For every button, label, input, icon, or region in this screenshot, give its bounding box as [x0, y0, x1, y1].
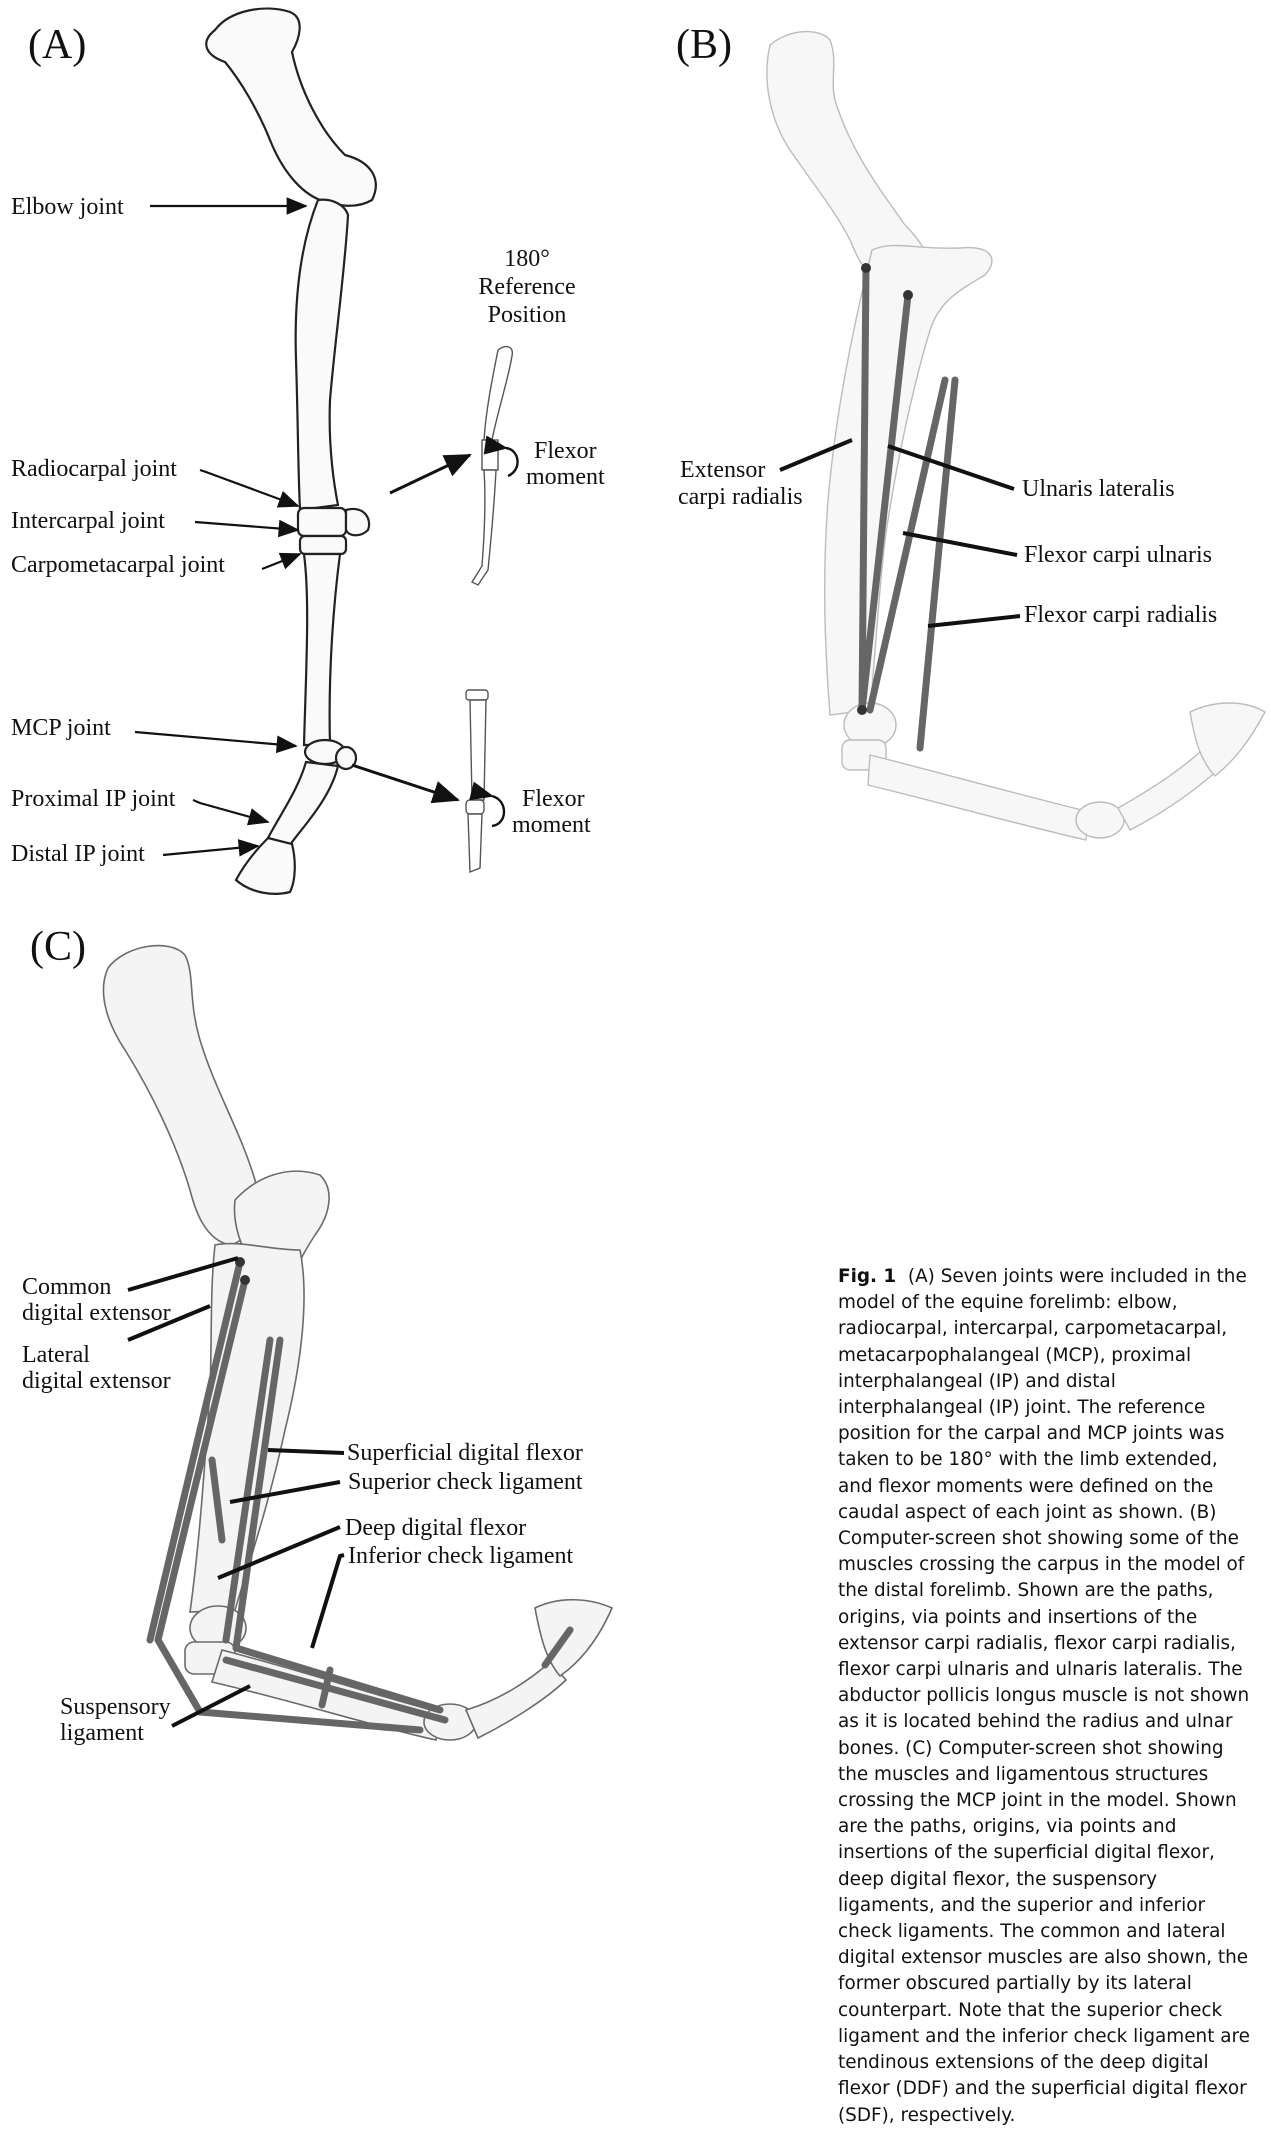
- label-deep-digital-flexor: Deep digital flexor: [345, 1515, 526, 1541]
- label-radiocarpal-joint: Radiocarpal joint: [11, 456, 177, 482]
- label-suspensory-ligament-2: ligament: [60, 1720, 144, 1746]
- arrow-to-carpal-reference: [390, 455, 470, 493]
- panel-c: (C): [22, 924, 612, 1746]
- flexor-moment-1-line1: Flexor: [534, 438, 597, 464]
- label-common-digital-extensor-1: Common: [22, 1274, 111, 1300]
- forelimb-model-c: [103, 946, 612, 1740]
- label-carpometacarpal-joint: Carpometacarpal joint: [11, 552, 225, 578]
- arrow-to-mcp-reference: [352, 765, 458, 800]
- label-distal-ip-joint: Distal IP joint: [11, 841, 145, 867]
- caption-fig-number: Fig. 1: [838, 1266, 896, 1287]
- label-extensor-carpi-radialis-1: Extensor: [680, 457, 765, 483]
- panel-c-label: (C): [30, 924, 86, 970]
- forelimb-model-b: [767, 32, 1265, 840]
- panel-b: (B): [676, 22, 1265, 840]
- label-common-digital-extensor-2: digital extensor: [22, 1300, 171, 1326]
- reference-line3: Position: [488, 302, 567, 328]
- label-inferior-check-ligament: Inferior check ligament: [348, 1543, 574, 1569]
- label-flexor-carpi-radialis: Flexor carpi radialis: [1024, 602, 1217, 628]
- reference-line1: 180°: [504, 246, 550, 272]
- label-superficial-digital-flexor: Superficial digital flexor: [347, 1440, 583, 1466]
- panel-b-label: (B): [676, 22, 732, 68]
- muscle-extensor-carpi-radialis: [862, 268, 866, 710]
- label-elbow-joint: Elbow joint: [11, 194, 124, 220]
- panel-a-label: (A): [28, 22, 86, 68]
- flexor-moment-2-line2: moment: [512, 812, 591, 838]
- label-ulnaris-lateralis: Ulnaris lateralis: [1022, 476, 1175, 502]
- reference-line2: Reference: [478, 274, 575, 300]
- label-lateral-digital-extensor-2: digital extensor: [22, 1368, 171, 1394]
- muscle-flexor-carpi-radialis: [920, 380, 955, 748]
- panel-b-leaders: [780, 440, 1020, 626]
- flexor-moment-2-line1: Flexor: [522, 786, 585, 812]
- label-intercarpal-joint: Intercarpal joint: [11, 508, 165, 534]
- carpal-reference-sketch: [472, 347, 518, 585]
- label-flexor-carpi-ulnaris: Flexor carpi ulnaris: [1024, 542, 1212, 568]
- label-mcp-joint: MCP joint: [11, 715, 111, 741]
- flexor-moment-1-line2: moment: [526, 464, 605, 490]
- label-lateral-digital-extensor-1: Lateral: [22, 1342, 90, 1368]
- label-proximal-ip-joint: Proximal IP joint: [11, 786, 176, 812]
- panel-a: (A): [11, 9, 605, 894]
- label-superior-check-ligament: Superior check ligament: [348, 1469, 583, 1495]
- mcp-reference-sketch: [466, 690, 504, 872]
- label-suspensory-ligament-1: Suspensory: [60, 1694, 171, 1720]
- label-extensor-carpi-radialis-2: carpi radialis: [678, 484, 803, 510]
- forelimb-skeleton-a: [206, 9, 376, 894]
- figure-caption: Fig. 1 (A) Seven joints were included in…: [838, 1264, 1258, 2129]
- caption-text: (A) Seven joints were included in the mo…: [838, 1266, 1250, 2126]
